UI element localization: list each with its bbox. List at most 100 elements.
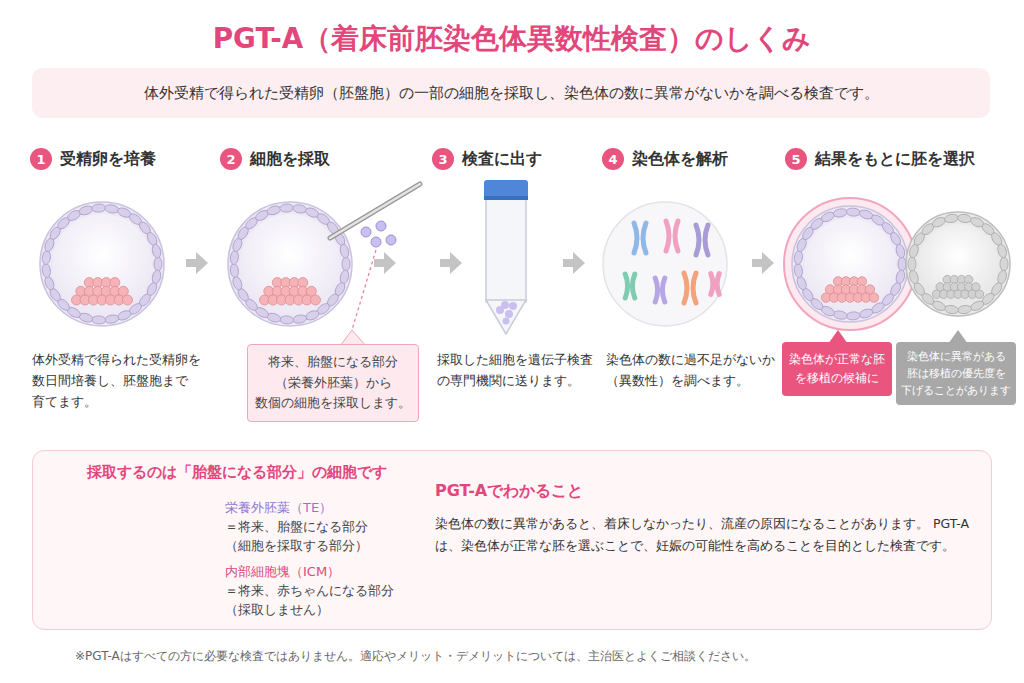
- selected-halo: [784, 198, 916, 330]
- intro-text: 体外受精で得られた受精卵（胚盤胞）の一部の細胞を採取し、染色体の数に異常がないか…: [144, 84, 879, 103]
- leader-line: [352, 250, 376, 330]
- trophectoderm-cell: [944, 305, 959, 315]
- trophectoderm-cell: [151, 269, 162, 284]
- trophectoderm-cell: [908, 257, 916, 271]
- trophectoderm-cell: [42, 250, 52, 265]
- chromatid: [655, 278, 657, 302]
- trophectoderm-cell: [969, 299, 985, 312]
- step-title: 染色体を解析: [632, 149, 728, 170]
- info-panel: 採取するのは「胎盤になる部分」の細胞です PGT-Aでわかること染色体の数に異常が…: [32, 450, 992, 630]
- trophectoderm-cell: [231, 275, 243, 291]
- trophectoderm-cell: [339, 243, 350, 258]
- intro-band: 体外受精で得られた受精卵（胚盤胞）の一部の細胞を採取し、染色体の数に異常がないか…: [32, 68, 990, 118]
- trophectoderm-cell: [944, 214, 959, 224]
- trophectoderm-cell: [895, 243, 906, 259]
- trophectoderm-cell: [858, 308, 874, 320]
- step-heading: 2 細胞を採取: [220, 148, 330, 170]
- title: PGT-A（着床前胚染色体異数性検査）のしくみ: [0, 20, 1024, 57]
- result-text: 染色体が正常な胚 を移植の候補に: [787, 350, 887, 388]
- trophectoderm-cell: [91, 316, 105, 325]
- callout-box: 将来、胎盤になる部分 （栄養外胚葉）から 数個の細胞を採取します。: [247, 344, 419, 422]
- trophectoderm-cell: [230, 250, 240, 265]
- part-note: （採取しません）: [225, 602, 329, 619]
- trophectoderm-cell: [154, 257, 162, 271]
- trophectoderm-cell: [908, 269, 920, 285]
- chromatid: [625, 274, 627, 298]
- trophectoderm-cell: [104, 204, 119, 214]
- chromatid: [662, 278, 664, 302]
- trophectoderm-cell: [78, 205, 94, 217]
- result-box-normal: 染色体が正常な胚 を移植の候補に: [782, 342, 892, 396]
- trophectoderm-cell: [833, 310, 848, 320]
- trophectoderm-cell: [292, 204, 307, 214]
- part-note: （細胞を採取する部分）: [225, 538, 368, 555]
- step-title: 細胞を採取: [250, 149, 330, 170]
- chromatid: [634, 223, 637, 253]
- panel-subheading: PGT-Aでわかること: [435, 481, 583, 502]
- blastocoel: [804, 218, 896, 310]
- part-description: ＝将来、赤ちゃんになる部分: [225, 583, 394, 600]
- trophectoderm-cell: [151, 243, 162, 258]
- trophectoderm-cell: [931, 216, 947, 229]
- step-heading: 1受精卵を培養: [30, 148, 156, 170]
- step-number: 4: [602, 148, 624, 170]
- step-heading: 3検査に出す: [432, 148, 542, 170]
- trophectoderm-cell: [898, 257, 906, 271]
- chromatid: [711, 274, 713, 295]
- step-description: 採取した細胞を遺伝子検査 の専門機関に送ります。: [437, 350, 602, 392]
- trophectoderm-cell: [266, 205, 282, 217]
- trophectoderm-cell: [43, 275, 55, 291]
- chromatid: [705, 225, 708, 255]
- pipette: [330, 184, 420, 247]
- trophectoderm-cell: [795, 275, 808, 291]
- trophectoderm-cell: [342, 257, 350, 271]
- chromatid: [666, 221, 669, 251]
- chromatid: [717, 274, 719, 295]
- part-name: 内部細胞塊（ICM）: [225, 563, 340, 581]
- trophectoderm-cell: [104, 314, 119, 324]
- chromosomes: [625, 221, 719, 303]
- trophectoderm-cell: [279, 316, 293, 325]
- trophectoderm-cell: [895, 269, 906, 285]
- chromatid: [693, 273, 696, 303]
- trophectoderm-cell: [230, 263, 240, 278]
- footnote: ※PGT-Aはすべての方に必要な検査ではありません。適応やメリット・デメリットに…: [75, 648, 756, 665]
- step-heading: 5結果をもとに胚を選択: [785, 148, 975, 170]
- trophectoderm-cell: [957, 214, 972, 224]
- trophectoderm-cell: [846, 311, 860, 320]
- trophectoderm-cell: [304, 309, 320, 322]
- step-description: 染色体の数に過不足がないか （異数性）を調べます。: [606, 350, 784, 392]
- blastocoel: [52, 214, 152, 314]
- result-text: 染色体に異常がある 胚は移植の優先度を 下げることがあります: [900, 348, 1012, 399]
- step-title: 受精卵を培養: [60, 149, 156, 170]
- part-name: 栄養外胚葉（TE）: [225, 499, 332, 517]
- step-description: 体外受精で得られた受精卵を 数日間培養し、胚盤胞まで 育てます。: [32, 350, 210, 412]
- trophectoderm-cell: [279, 204, 293, 213]
- embryo-outline: [228, 202, 352, 326]
- trophectoderm-cell: [339, 269, 350, 284]
- panel-body: 染色体の数に異常があると、着床しなかったり、流産の原因になることがあります。 P…: [435, 513, 980, 557]
- icm-cell: [975, 290, 983, 298]
- part-description: ＝将来、胎盤になる部分: [225, 519, 368, 536]
- callout-text: 将来、胎盤になる部分 （栄養外胚葉）から 数個の細胞を採取します。: [254, 352, 412, 414]
- trophectoderm-cell: [794, 250, 804, 265]
- blastocoel: [918, 224, 998, 304]
- analysis-circle: [603, 202, 727, 326]
- panel-heading: 採取するのは「胎盤になる部分」の細胞です: [87, 463, 387, 482]
- embryo-outline: [792, 206, 908, 322]
- icm-cell: [311, 295, 321, 305]
- step-number: 2: [220, 148, 242, 170]
- embryo-outline: [906, 212, 1010, 316]
- trophectoderm-cell: [846, 208, 860, 217]
- step-number: 5: [785, 148, 807, 170]
- trophectoderm-cell: [42, 263, 52, 278]
- chromatid: [675, 221, 678, 251]
- trophectoderm-cell: [794, 263, 804, 278]
- icm-cell: [869, 293, 878, 302]
- embryo-outline: [40, 202, 164, 326]
- trophectoderm-cell: [91, 204, 105, 213]
- blastocoel: [240, 214, 340, 314]
- trophectoderm-cell: [996, 243, 1008, 259]
- chromatid: [643, 223, 646, 253]
